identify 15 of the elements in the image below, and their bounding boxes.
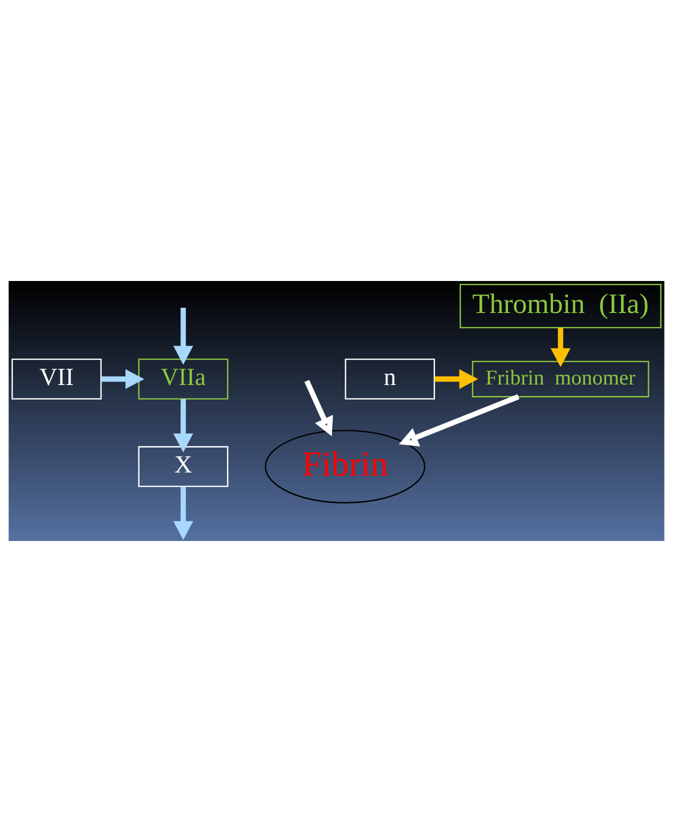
node-box: VII [12,358,102,400]
node-box: Thrombin (IIa) [460,283,662,328]
node-box: n [344,358,435,400]
arrow [398,394,520,446]
arrow [550,327,570,367]
node-ellipse: Fibrin [264,429,426,503]
node-box: X [138,446,228,487]
arrow [173,486,194,540]
arrow [304,379,334,436]
arrow [434,368,478,388]
arrow [101,368,144,388]
node-box: Fribrin monomer [472,360,650,397]
arrow [173,307,194,364]
arrow [173,398,194,452]
node-box: VIIa [138,358,228,400]
